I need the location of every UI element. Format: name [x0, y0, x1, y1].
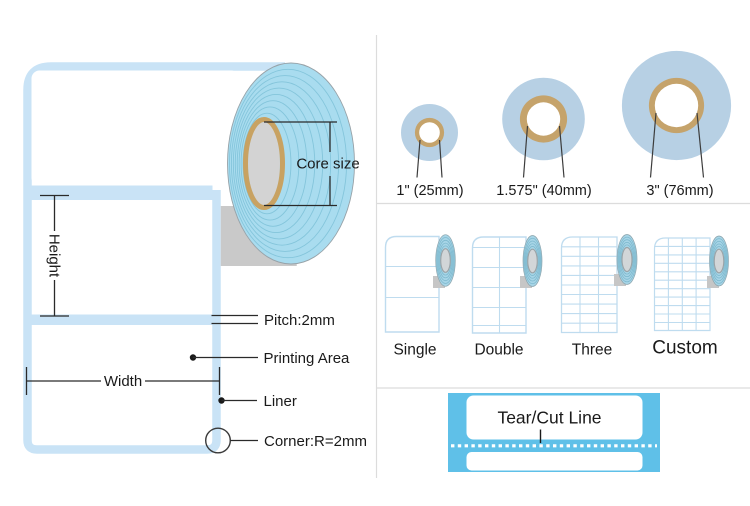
- small-roll-core: [621, 246, 633, 273]
- roll-liner-outline: [23, 62, 285, 454]
- roll-type-double: Double: [471, 235, 543, 359]
- label-roll-illustration: Core size Height Pitch:2mm Printing Area: [23, 62, 367, 454]
- core-size-option-2: 1.575" (40mm): [496, 77, 592, 199]
- roll-type-three-label: Three: [572, 342, 613, 359]
- tear-label-bottom: [466, 452, 643, 471]
- pitch-annotation: Pitch:2mm: [211, 312, 335, 329]
- roll-type-three: Three: [560, 234, 638, 359]
- width-dimension: Width: [25, 367, 221, 395]
- core-size-1-label: 1" (25mm): [396, 183, 463, 199]
- core-size-option-3: 3" (76mm): [621, 50, 732, 199]
- roll-type-options: Single Double Three Cus: [384, 234, 729, 359]
- roll-type-single-label: Single: [393, 342, 436, 359]
- pitch-gap-2: [31, 314, 213, 325]
- roll-type-custom-label: Custom: [652, 338, 717, 359]
- core-hole: [248, 122, 280, 205]
- width-label: Width: [104, 373, 142, 390]
- roll-end-rings: [228, 68, 348, 259]
- liner-annotation: Liner: [218, 393, 297, 410]
- core-size-3-label: 3" (76mm): [646, 183, 713, 199]
- pitch-label: Pitch:2mm: [264, 312, 335, 329]
- tear-cut-illustration: Tear/Cut Line: [448, 393, 660, 472]
- label-face-1: [31, 70, 239, 186]
- section-dividers: [375, 35, 750, 478]
- corner-annotation: Corner:R=2mm: [204, 427, 367, 454]
- height-dimension: Height: [40, 194, 69, 317]
- small-roll-core: [440, 248, 451, 273]
- small-roll-core: [713, 248, 725, 274]
- printing-area-label: Printing Area: [264, 350, 351, 367]
- roll-type-single: Single: [384, 234, 456, 359]
- core-size-label: Core size: [296, 156, 359, 173]
- core-ring: [243, 117, 285, 210]
- pitch-gap-1: [31, 185, 213, 200]
- height-label: Height: [46, 234, 63, 278]
- roll-type-double-label: Double: [474, 342, 523, 359]
- core-size-dimension: Core size: [264, 121, 360, 207]
- roll-type-custom: Custom: [652, 235, 729, 359]
- core-size-2-label: 1.575" (40mm): [496, 183, 591, 199]
- corner-label: Corner:R=2mm: [264, 433, 367, 450]
- core-size-options: 1" (25mm) 1.575" (40mm) 3" (76mm): [396, 50, 732, 199]
- small-roll-core: [527, 248, 538, 274]
- liner-label: Liner: [264, 393, 297, 410]
- tear-cut-label: Tear/Cut Line: [497, 408, 601, 428]
- tear-label-top: [466, 395, 643, 440]
- core-size-option-1: 1" (25mm): [396, 104, 464, 199]
- corner-radius-circle: [204, 427, 231, 454]
- printing-area-annotation: Printing Area: [189, 350, 351, 367]
